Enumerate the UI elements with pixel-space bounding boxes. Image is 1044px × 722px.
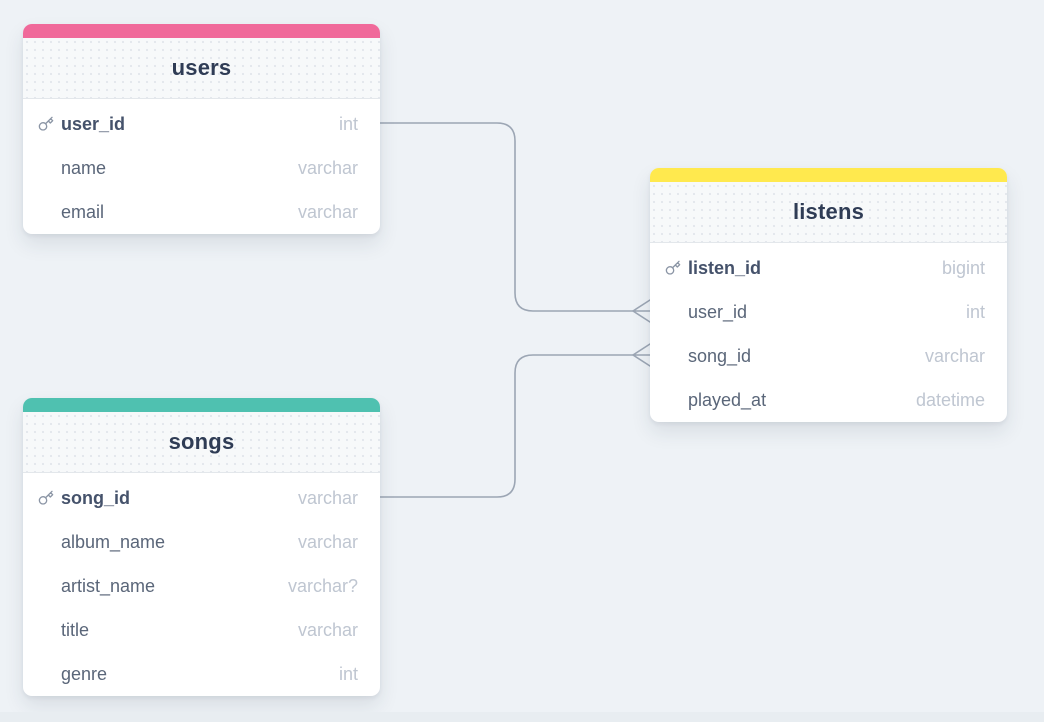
field-type: varchar [297, 531, 358, 552]
field-type: varchar [297, 619, 358, 640]
relationship-users-listens[interactable] [379, 122, 651, 323]
primary-key-icon [665, 260, 688, 276]
table-users-body: user_id int name varchar email varchar [23, 99, 380, 234]
crows-foot-icon [632, 343, 651, 367]
field-name: song_id [61, 487, 131, 508]
table-listens-title: listens [792, 199, 865, 224]
field-type: varchar [297, 201, 358, 222]
primary-key-icon [38, 490, 61, 506]
table-songs-header[interactable]: songs [23, 412, 380, 473]
table-users-accent-bar [23, 24, 380, 38]
wire-users-listens[interactable] [379, 122, 634, 312]
field-name: genre [61, 663, 108, 684]
field-type: datetime [915, 389, 985, 410]
field-row-songs-genre[interactable]: genre int [23, 652, 380, 696]
field-type: int [338, 113, 358, 134]
table-listens[interactable]: listens listen_id bigint user_id int son… [650, 168, 1007, 422]
field-type: varchar? [287, 575, 358, 596]
field-name: user_id [688, 301, 748, 322]
field-name: name [61, 157, 107, 178]
field-name: email [61, 201, 105, 222]
field-row-users-user_id[interactable]: user_id int [23, 102, 380, 146]
table-users-title: users [171, 55, 232, 80]
field-name: artist_name [61, 575, 156, 596]
table-songs-accent-bar [23, 398, 380, 412]
field-row-listens-listen_id[interactable]: listen_id bigint [650, 246, 1007, 290]
table-users[interactable]: users user_id int name varchar email var… [23, 24, 380, 234]
table-songs-title: songs [168, 429, 235, 454]
wire-songs-listens[interactable] [379, 354, 634, 498]
table-listens-body: listen_id bigint user_id int song_id var… [650, 243, 1007, 422]
field-name: listen_id [688, 257, 762, 278]
field-row-songs-artist_name[interactable]: artist_name varchar? [23, 564, 380, 608]
primary-key-icon [38, 116, 61, 132]
field-name: album_name [61, 531, 166, 552]
table-songs[interactable]: songs song_id varchar album_name varchar… [23, 398, 380, 696]
field-row-songs-album_name[interactable]: album_name varchar [23, 520, 380, 564]
field-row-users-name[interactable]: name varchar [23, 146, 380, 190]
table-listens-header[interactable]: listens [650, 182, 1007, 243]
field-type: int [965, 301, 985, 322]
field-name: user_id [61, 113, 126, 134]
field-name: song_id [688, 345, 752, 366]
field-row-songs-title[interactable]: title varchar [23, 608, 380, 652]
field-row-listens-user_id[interactable]: user_id int [650, 290, 1007, 334]
field-type: varchar [297, 487, 358, 508]
field-row-songs-song_id[interactable]: song_id varchar [23, 476, 380, 520]
field-type: int [338, 663, 358, 684]
field-name: played_at [688, 389, 767, 410]
table-songs-body: song_id varchar album_name varchar artis… [23, 473, 380, 696]
field-type: bigint [941, 257, 985, 278]
canvas-bottom-edge [0, 712, 1044, 722]
field-row-listens-song_id[interactable]: song_id varchar [650, 334, 1007, 378]
crows-foot-icon [632, 299, 651, 323]
field-row-listens-played_at[interactable]: played_at datetime [650, 378, 1007, 422]
field-name: title [61, 619, 90, 640]
field-row-users-email[interactable]: email varchar [23, 190, 380, 234]
table-users-header[interactable]: users [23, 38, 380, 99]
table-listens-accent-bar [650, 168, 1007, 182]
relationship-songs-listens[interactable] [379, 343, 651, 498]
field-type: varchar [297, 157, 358, 178]
field-type: varchar [924, 345, 985, 366]
